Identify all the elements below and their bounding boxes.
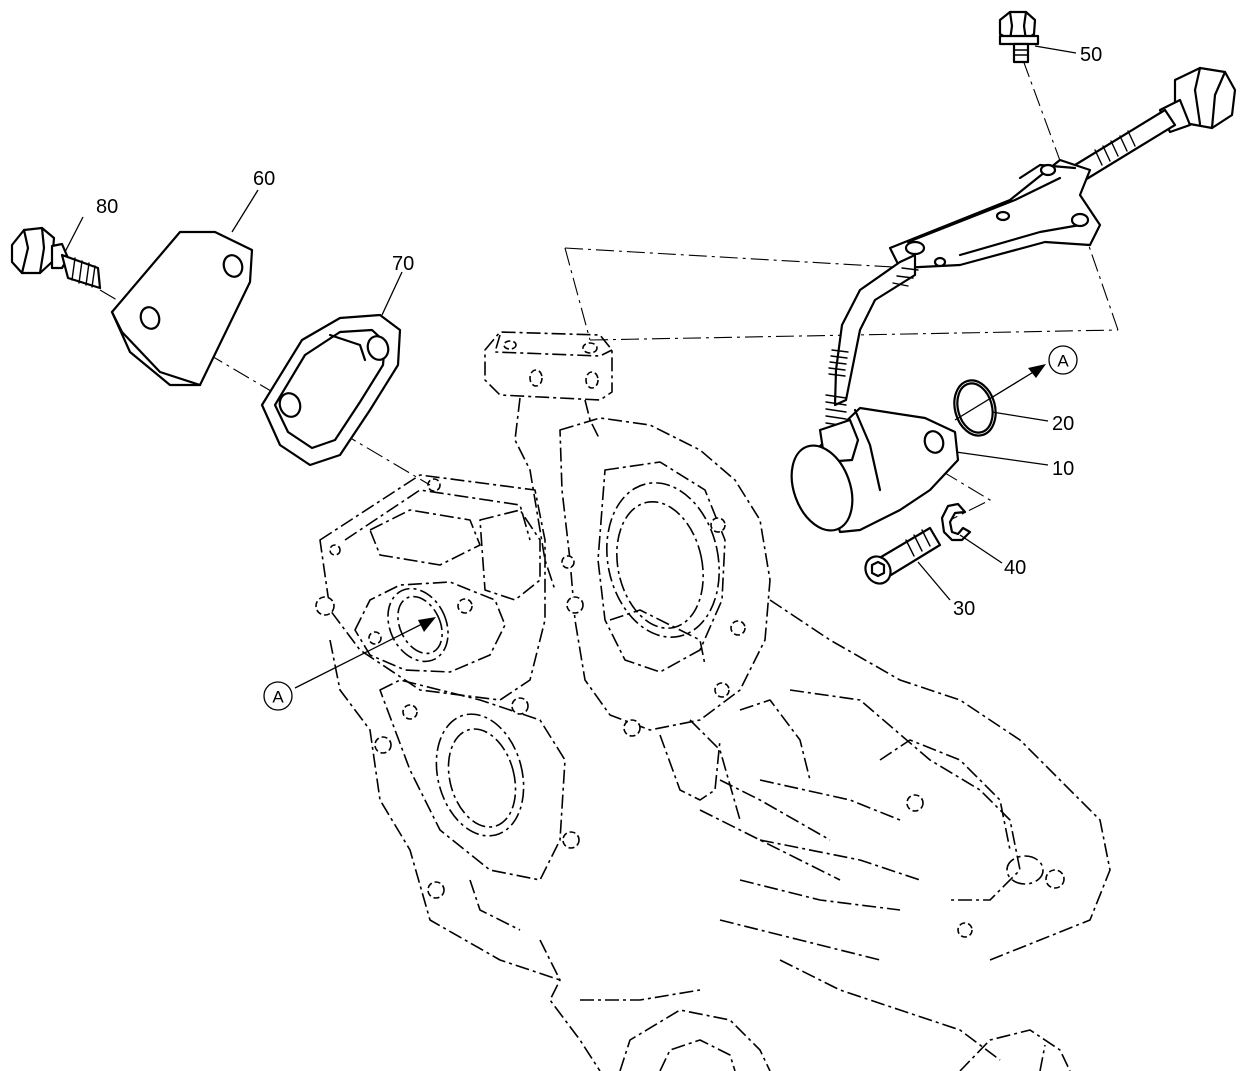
ref-label-upper: A xyxy=(1057,352,1069,371)
part-30-cap-screw xyxy=(864,526,942,585)
callout-10: 10 xyxy=(1052,458,1074,480)
callout-50: 50 xyxy=(1080,44,1102,66)
callout-40: 40 xyxy=(1004,557,1026,579)
callout-30: 30 xyxy=(953,598,975,620)
callout-70: 70 xyxy=(392,253,414,275)
callout-60: 60 xyxy=(253,168,275,190)
part-20-o-ring xyxy=(953,379,997,437)
part-80-bolt xyxy=(10,226,102,290)
callout-leaders xyxy=(64,45,1077,601)
harness-and-bracket xyxy=(825,66,1237,427)
view-ref-a-upper: A xyxy=(954,345,1078,421)
callout-labels: 80 60 70 50 20 10 40 30 xyxy=(96,44,1102,620)
engine-housing-outline xyxy=(315,331,1111,1071)
ref-circle-upper xyxy=(1048,345,1078,375)
ref-label-lower: A xyxy=(272,688,284,707)
ref-circle-lower xyxy=(263,681,293,711)
part-10-sensor xyxy=(790,406,960,534)
part-70-gasket xyxy=(260,313,402,467)
part-40-washer xyxy=(940,502,972,542)
callout-20: 20 xyxy=(1052,413,1074,435)
view-ref-a-lower: A xyxy=(263,617,436,711)
part-50-bolt xyxy=(998,10,1040,64)
part-60-cover-plate xyxy=(110,230,254,387)
callout-80: 80 xyxy=(96,196,118,218)
center-lines xyxy=(99,59,1119,521)
